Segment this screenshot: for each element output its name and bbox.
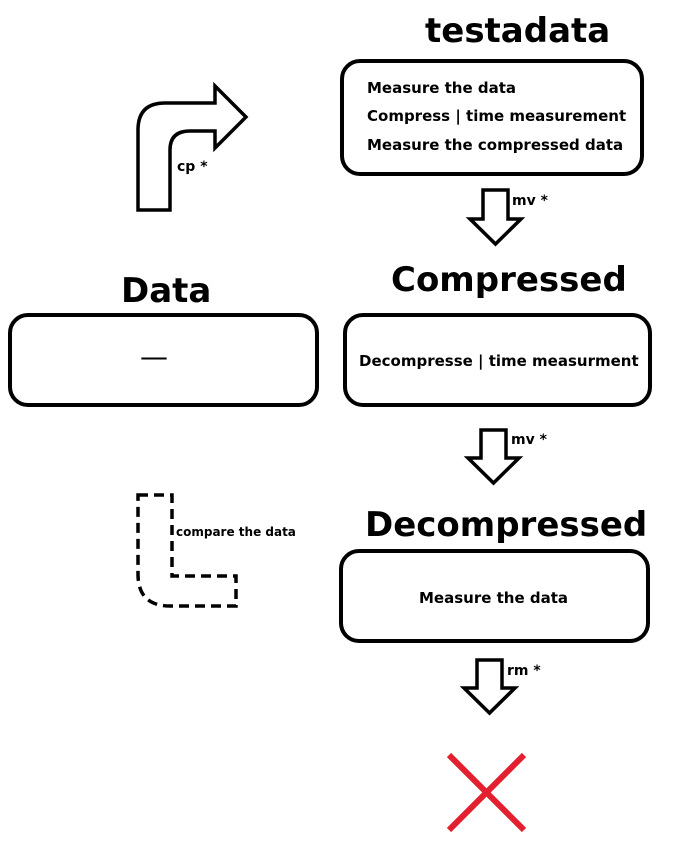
remove-arrow bbox=[459, 658, 520, 716]
decompressed-line-1: Measure the data bbox=[419, 589, 569, 607]
compare-label: compare the data bbox=[176, 525, 296, 539]
testadata-line-3: Measure the compressed data bbox=[367, 136, 624, 154]
red-x-icon bbox=[446, 752, 527, 833]
copy-arrow bbox=[136, 81, 249, 212]
decompressed-box bbox=[339, 549, 650, 643]
compressed-title: Compressed bbox=[391, 260, 627, 300]
move-to-decompressed-arrow bbox=[463, 428, 524, 486]
copy-label: cp * bbox=[177, 159, 208, 175]
testadata-box bbox=[340, 59, 644, 176]
compare-shape bbox=[136, 493, 238, 608]
move-to-decompressed-label: mv * bbox=[511, 432, 547, 448]
compressed-box bbox=[343, 313, 652, 407]
move-to-compressed-label: mv * bbox=[512, 193, 548, 209]
data-box bbox=[8, 313, 319, 407]
data-title: Data bbox=[121, 271, 212, 311]
testadata-line-1: Measure the data bbox=[367, 79, 517, 97]
decompressed-title: Decompressed bbox=[365, 505, 648, 545]
move-to-compressed-arrow bbox=[465, 188, 526, 247]
remove-label: rm * bbox=[507, 663, 541, 679]
testadata-line-2: Compress | time measurement bbox=[367, 107, 627, 125]
compressed-line-1: Decompresse | time measurment bbox=[359, 352, 639, 370]
testadata-title: testadata bbox=[425, 11, 611, 51]
data-content: — bbox=[140, 340, 168, 373]
